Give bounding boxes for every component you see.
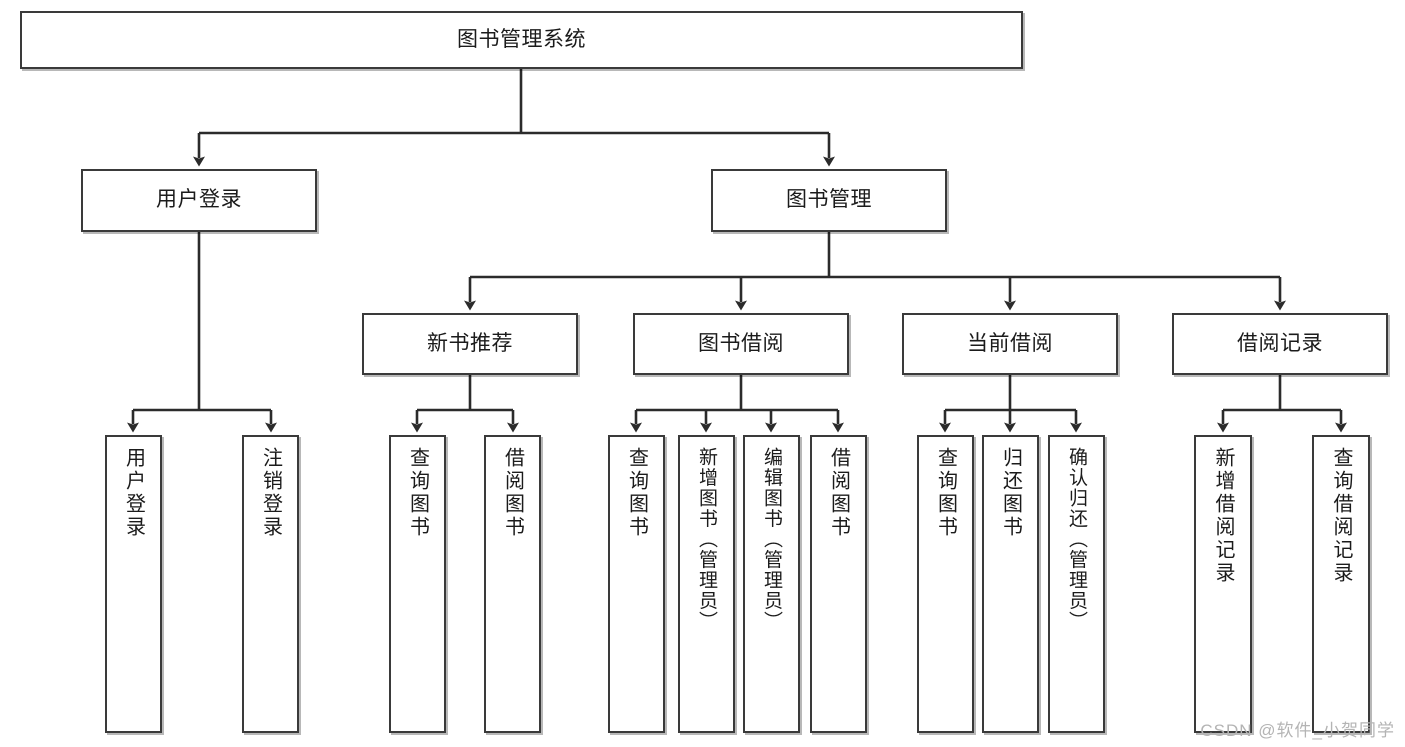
leaf-query-borrow-record[interactable]: 查询借阅记录 (1312, 435, 1370, 733)
node-book-manage[interactable]: 图书管理 (711, 169, 947, 232)
node-user-login[interactable]: 用户登录 (81, 169, 317, 232)
node-current-borrow-label: 当前借阅 (967, 331, 1053, 355)
leaf-return-book[interactable]: 归还图书 (982, 435, 1039, 733)
leaf-add-borrow-record[interactable]: 新增借阅记录 (1194, 435, 1252, 733)
leaf-query-borrow-record-label: 查询借阅记录 (1330, 447, 1352, 585)
leaf-confirm-return-admin-label: 确认归还（管理员） (1066, 447, 1087, 632)
leaf-user-logout-label: 注销登录 (259, 447, 282, 539)
node-user-login-label: 用户登录 (156, 188, 242, 212)
leaf-borrow-book-br-label: 借阅图书 (827, 447, 850, 539)
leaf-query-book-br[interactable]: 查询图书 (608, 435, 665, 733)
leaf-borrow-book-rec[interactable]: 借阅图书 (484, 435, 541, 733)
node-book-borrow-label: 图书借阅 (698, 331, 784, 355)
node-root[interactable]: 图书管理系统 (20, 11, 1023, 69)
leaf-user-login-label: 用户登录 (122, 447, 145, 539)
leaf-add-book-admin[interactable]: 新增图书（管理员） (678, 435, 735, 733)
leaf-return-book-label: 归还图书 (999, 447, 1022, 539)
leaf-add-book-admin-label: 新增图书（管理员） (696, 447, 717, 632)
leaf-edit-book-admin-label: 编辑图书（管理员） (761, 447, 782, 632)
leaf-user-login[interactable]: 用户登录 (105, 435, 162, 733)
node-book-borrow[interactable]: 图书借阅 (633, 313, 849, 375)
leaf-borrow-book-rec-label: 借阅图书 (501, 447, 524, 539)
leaf-confirm-return-admin[interactable]: 确认归还（管理员） (1048, 435, 1105, 733)
leaf-query-book-rec-label: 查询图书 (406, 447, 429, 539)
node-new-book-rec-label: 新书推荐 (427, 331, 513, 355)
node-root-label: 图书管理系统 (457, 27, 586, 51)
node-borrow-record-label: 借阅记录 (1237, 331, 1323, 355)
leaf-borrow-book-br[interactable]: 借阅图书 (810, 435, 867, 733)
leaf-query-book-rec[interactable]: 查询图书 (389, 435, 446, 733)
leaf-add-borrow-record-label: 新增借阅记录 (1212, 447, 1234, 585)
leaf-user-logout[interactable]: 注销登录 (242, 435, 299, 733)
leaf-query-book-cb-label: 查询图书 (934, 447, 957, 539)
node-new-book-rec[interactable]: 新书推荐 (362, 313, 578, 375)
leaf-edit-book-admin[interactable]: 编辑图书（管理员） (743, 435, 800, 733)
leaf-query-book-br-label: 查询图书 (625, 447, 648, 539)
node-current-borrow[interactable]: 当前借阅 (902, 313, 1118, 375)
node-book-manage-label: 图书管理 (786, 188, 872, 212)
node-borrow-record[interactable]: 借阅记录 (1172, 313, 1388, 375)
leaf-query-book-cb[interactable]: 查询图书 (917, 435, 974, 733)
